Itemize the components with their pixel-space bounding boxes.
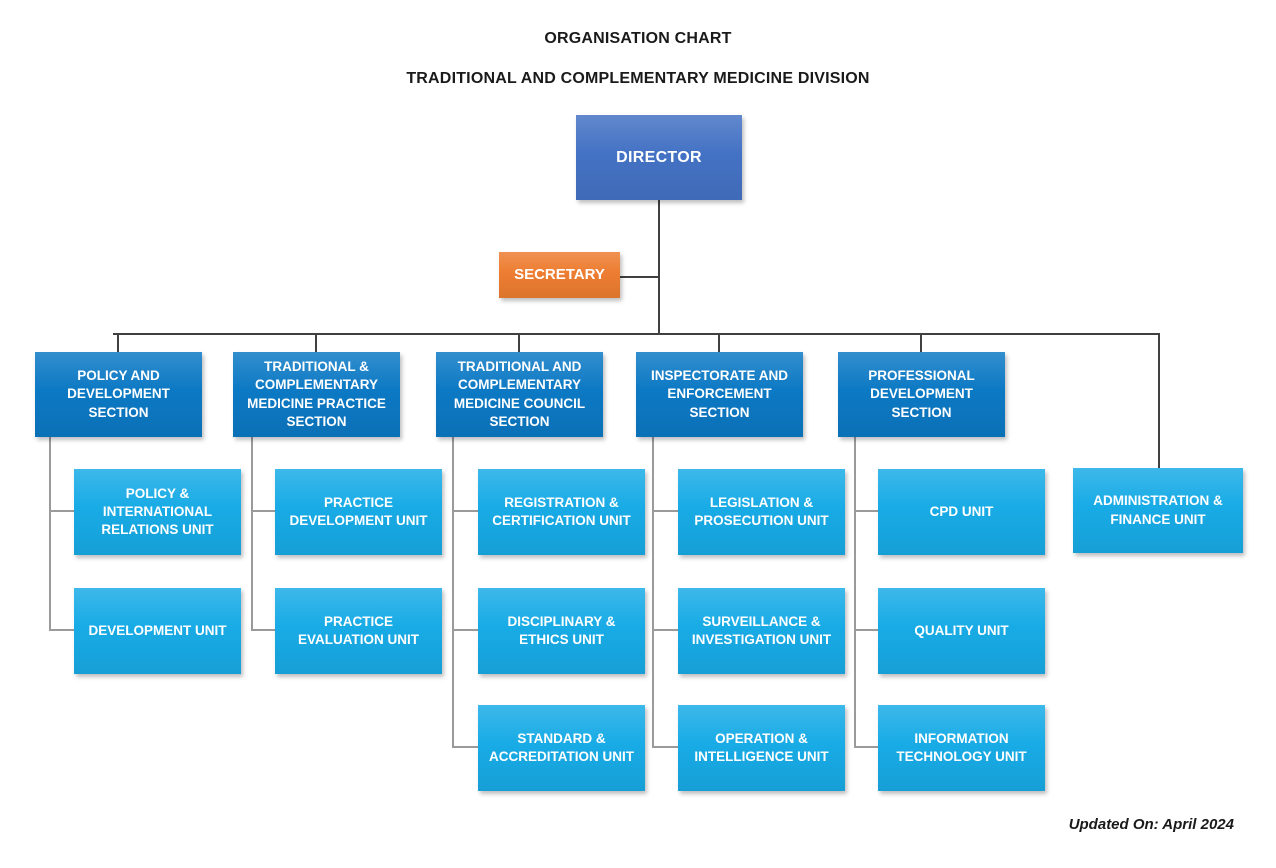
connector-main-horizontal bbox=[113, 333, 1160, 335]
unit-box-surveillance-investigation: SURVEILLANCE & INVESTIGATION UNIT bbox=[678, 588, 845, 674]
connector-s1-stub-2 bbox=[49, 629, 74, 631]
unit-box-policy-international-relations: POLICY & INTERNATIONAL RELATIONS UNIT bbox=[74, 469, 241, 555]
unit-box-practice-development: PRACTICE DEVELOPMENT UNIT bbox=[275, 469, 442, 555]
connector-s5-stub-2 bbox=[854, 629, 878, 631]
connector-drop-admin-unit bbox=[1158, 335, 1160, 468]
connector-drop-section-3 bbox=[518, 335, 520, 352]
connector-s5-stub-1 bbox=[854, 510, 878, 512]
connector-s4-vertical bbox=[652, 437, 654, 748]
unit-box-development: DEVELOPMENT UNIT bbox=[74, 588, 241, 674]
connector-s3-stub-2 bbox=[452, 629, 478, 631]
connector-s3-stub-3 bbox=[452, 746, 478, 748]
connector-drop-section-2 bbox=[315, 335, 317, 352]
connector-s4-stub-2 bbox=[652, 629, 678, 631]
page-title: ORGANISATION CHART bbox=[544, 30, 732, 47]
unit-box-practice-evaluation: PRACTICE EVALUATION UNIT bbox=[275, 588, 442, 674]
connector-s4-stub-1 bbox=[652, 510, 678, 512]
unit-box-information-technology: INFORMATION TECHNOLOGY UNIT bbox=[878, 705, 1045, 791]
section-box-tcm-council: TRADITIONAL AND COMPLEMENTARY MEDICINE C… bbox=[436, 352, 603, 437]
director-box: DIRECTOR bbox=[576, 115, 742, 200]
unit-box-disciplinary-ethics: DISCIPLINARY & ETHICS UNIT bbox=[478, 588, 645, 674]
connector-s1-vertical bbox=[49, 437, 51, 631]
unit-box-cpd: CPD UNIT bbox=[878, 469, 1045, 555]
connector-s1-stub-1 bbox=[49, 510, 74, 512]
secretary-box: SECRETARY bbox=[499, 252, 620, 298]
page-subtitle: TRADITIONAL AND COMPLEMENTARY MEDICINE D… bbox=[406, 70, 870, 87]
connector-s4-stub-3 bbox=[652, 746, 678, 748]
connector-drop-section-5 bbox=[920, 335, 922, 352]
section-box-inspectorate-enforcement: INSPECTORATE AND ENFORCEMENT SECTION bbox=[636, 352, 803, 437]
connector-s3-stub-1 bbox=[452, 510, 478, 512]
unit-box-administration-finance: ADMINISTRATION & FINANCE UNIT bbox=[1073, 468, 1243, 553]
connector-director-vertical bbox=[658, 200, 660, 334]
connector-secretary-stub bbox=[620, 276, 659, 278]
connector-s5-vertical bbox=[854, 437, 856, 748]
updated-on-note: Updated On: April 2024 bbox=[1068, 816, 1234, 833]
connector-s2-stub-1 bbox=[251, 510, 275, 512]
section-box-policy-development: POLICY AND DEVELOPMENT SECTION bbox=[35, 352, 202, 437]
unit-box-operation-intelligence: OPERATION & INTELLIGENCE UNIT bbox=[678, 705, 845, 791]
connector-drop-section-1 bbox=[117, 335, 119, 352]
section-box-professional-development: PROFESSIONAL DEVELOPMENT SECTION bbox=[838, 352, 1005, 437]
unit-box-quality: QUALITY UNIT bbox=[878, 588, 1045, 674]
unit-box-legislation-prosecution: LEGISLATION & PROSECUTION UNIT bbox=[678, 469, 845, 555]
unit-box-registration-certification: REGISTRATION & CERTIFICATION UNIT bbox=[478, 469, 645, 555]
unit-box-standard-accreditation: STANDARD & ACCREDITATION UNIT bbox=[478, 705, 645, 791]
section-box-tcm-practice: TRADITIONAL & COMPLEMENTARY MEDICINE PRA… bbox=[233, 352, 400, 437]
connector-s2-stub-2 bbox=[251, 629, 275, 631]
connector-s5-stub-3 bbox=[854, 746, 878, 748]
connector-drop-section-4 bbox=[718, 335, 720, 352]
connector-s2-vertical bbox=[251, 437, 253, 631]
connector-s3-vertical bbox=[452, 437, 454, 748]
